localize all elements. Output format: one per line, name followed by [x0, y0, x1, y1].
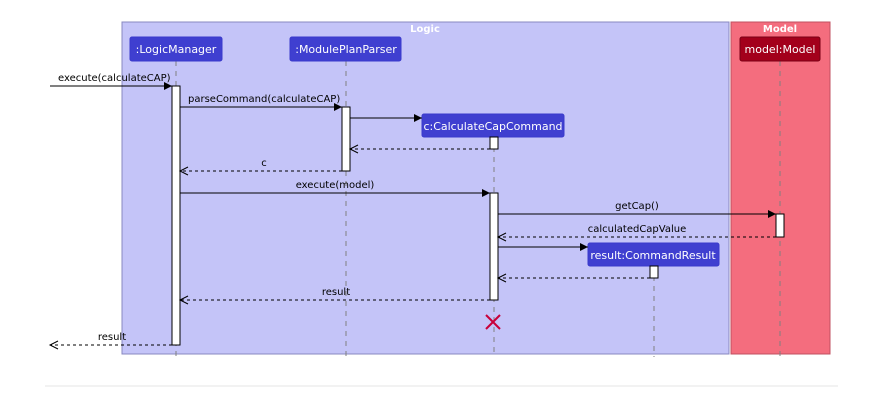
message-get-cap: getCap() [498, 201, 776, 218]
message-execute-model-label: execute(model) [296, 180, 375, 191]
parser-activation [341, 106, 351, 172]
model-frame [730, 21, 831, 355]
message-parse-command: parseCommand(calculateCAP) [180, 94, 342, 111]
message-calculated-cap-value: calculatedCapValue [496, 224, 776, 242]
calc-command-activation-1 [489, 136, 499, 150]
command-result-activation [649, 265, 659, 279]
destroy-marker-icon [485, 314, 501, 330]
logic-frame [121, 21, 730, 355]
model-activation [775, 213, 785, 238]
parser-participant: :ModulePlanParser [289, 36, 402, 62]
logic-manager-participant: :LogicManager [129, 36, 223, 62]
message-return-result-created [496, 273, 650, 283]
message-return-c: c [178, 158, 342, 176]
command-result-participant: result:CommandResult [587, 242, 720, 267]
calc-command-label: c:CalculateCapCommand [423, 120, 562, 133]
message-return-c-label: c [261, 158, 267, 169]
parser-label: :ModulePlanParser [295, 43, 397, 56]
message-execute-model: execute(model) [180, 180, 490, 197]
message-execute-calculatecap: execute(calculateCAP) [50, 73, 172, 90]
message-execute-calculatecap-label: execute(calculateCAP) [58, 73, 171, 84]
command-result-label: result:CommandResult [590, 249, 716, 262]
message-return-result-label: result [322, 287, 350, 298]
message-final-result: result [48, 332, 172, 350]
calc-command-activation-2 [489, 192, 499, 301]
message-create-result [498, 243, 588, 251]
model-label: model:Model [745, 43, 816, 56]
logic-manager-activation [171, 85, 181, 346]
message-parse-command-label: parseCommand(calculateCAP) [188, 94, 340, 105]
message-return-command-created [348, 144, 490, 154]
message-final-result-label: result [98, 332, 126, 343]
message-get-cap-label: getCap() [615, 201, 659, 212]
message-create-command [350, 114, 422, 122]
message-return-result: result [178, 287, 490, 305]
model-frame-title: Model [763, 24, 797, 35]
calc-command-participant: c:CalculateCapCommand [421, 113, 565, 138]
model-participant: model:Model [739, 36, 821, 62]
logic-manager-label: :LogicManager [136, 43, 217, 56]
message-calculated-cap-value-label: calculatedCapValue [588, 224, 687, 235]
logic-frame-title: Logic [410, 24, 440, 35]
